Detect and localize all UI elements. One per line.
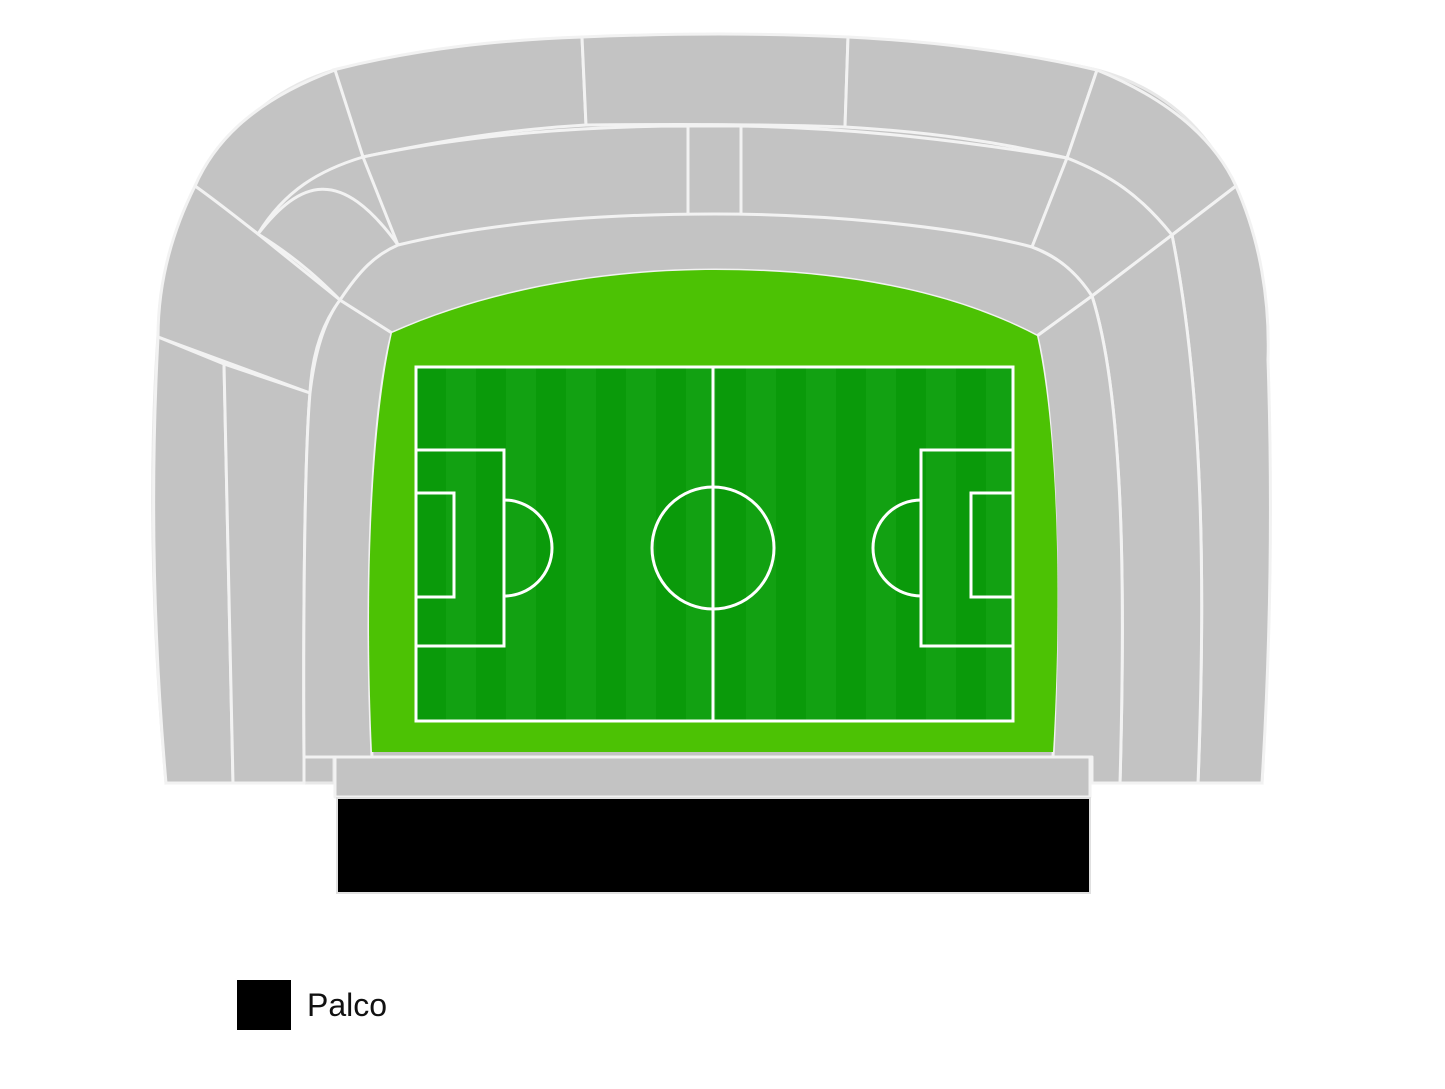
- center-circle: [650, 485, 776, 611]
- section-west-middle[interactable]: [222, 362, 312, 785]
- pitch: [416, 367, 1013, 721]
- pitch-stripe: [506, 367, 536, 721]
- pitch-stripe: [746, 367, 776, 721]
- section-north-middle-center[interactable]: [686, 124, 743, 217]
- section-west-inner[interactable]: [302, 298, 394, 759]
- penalty-arc-left: [503, 498, 554, 598]
- pitch-stripe: [566, 367, 596, 721]
- section-south-lower[interactable]: [333, 755, 1092, 799]
- pitch-stripe: [866, 367, 896, 721]
- legend-palco-swatch: [237, 980, 291, 1030]
- legend-palco-label: Palco: [307, 986, 388, 1023]
- penalty-arc-right: [871, 498, 922, 598]
- pitch-stripe: [446, 367, 476, 721]
- legend: Palco: [237, 980, 387, 1030]
- pitch-stripe: [926, 367, 956, 721]
- section-north-upper-center[interactable]: [580, 32, 850, 129]
- pitch-stripe: [806, 367, 836, 721]
- pitch-stripes: [446, 367, 1013, 721]
- pitch-markings: [414, 365, 1015, 723]
- pitch-stripe: [686, 367, 716, 721]
- section-west-outer[interactable]: [152, 335, 235, 785]
- pitch-stripe: [986, 367, 1013, 721]
- section-palco[interactable]: [336, 797, 1091, 894]
- goal-area-left: [414, 491, 456, 599]
- goal-area-right: [969, 491, 1015, 599]
